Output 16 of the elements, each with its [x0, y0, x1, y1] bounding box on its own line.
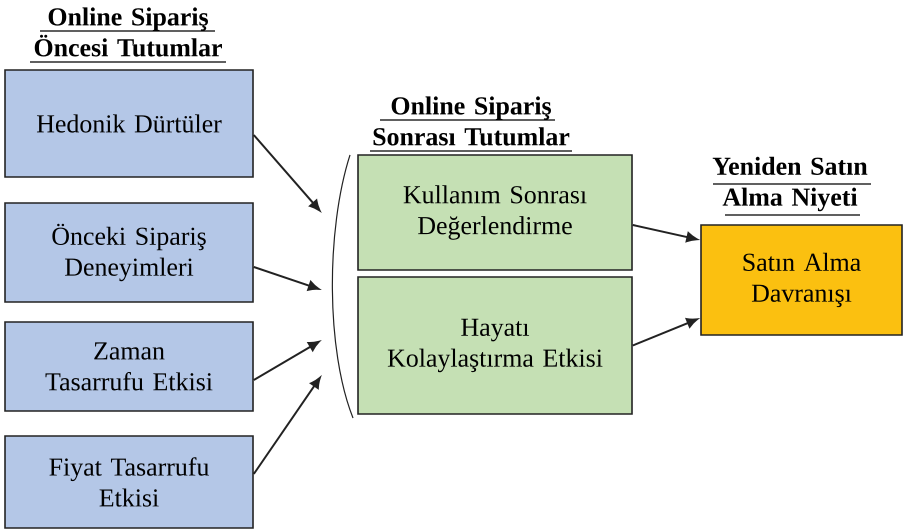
arrow — [253, 266, 320, 291]
concept-box: Hayatı Kolaylaştırma Etkisi — [357, 276, 633, 415]
group-heading: Online Sipariş Sonrası Tutumlar — [370, 96, 572, 152]
concept-box: Kullanım Sonrası Değerlendirme — [357, 154, 633, 271]
arrow — [632, 318, 698, 346]
group-heading: Online Sipariş Öncesi Tutumlar — [30, 7, 226, 63]
concept-box: Zaman Tasarrufu Etkisi — [4, 321, 254, 412]
arrow — [252, 377, 321, 475]
arrow — [632, 224, 698, 242]
arrow — [253, 340, 320, 381]
concept-box: Hedonik Dürtüler — [4, 69, 254, 178]
box-heading: Yeniden Satın Alma Niyeti — [712, 156, 871, 216]
arrow — [253, 134, 320, 212]
concept-box: Fiyat Tasarrufu Etkisi — [4, 435, 254, 529]
concept-box: Önceki Sipariş Deneyimleri — [4, 202, 254, 303]
concept-box: Satın Alma Davranışı — [700, 224, 903, 336]
